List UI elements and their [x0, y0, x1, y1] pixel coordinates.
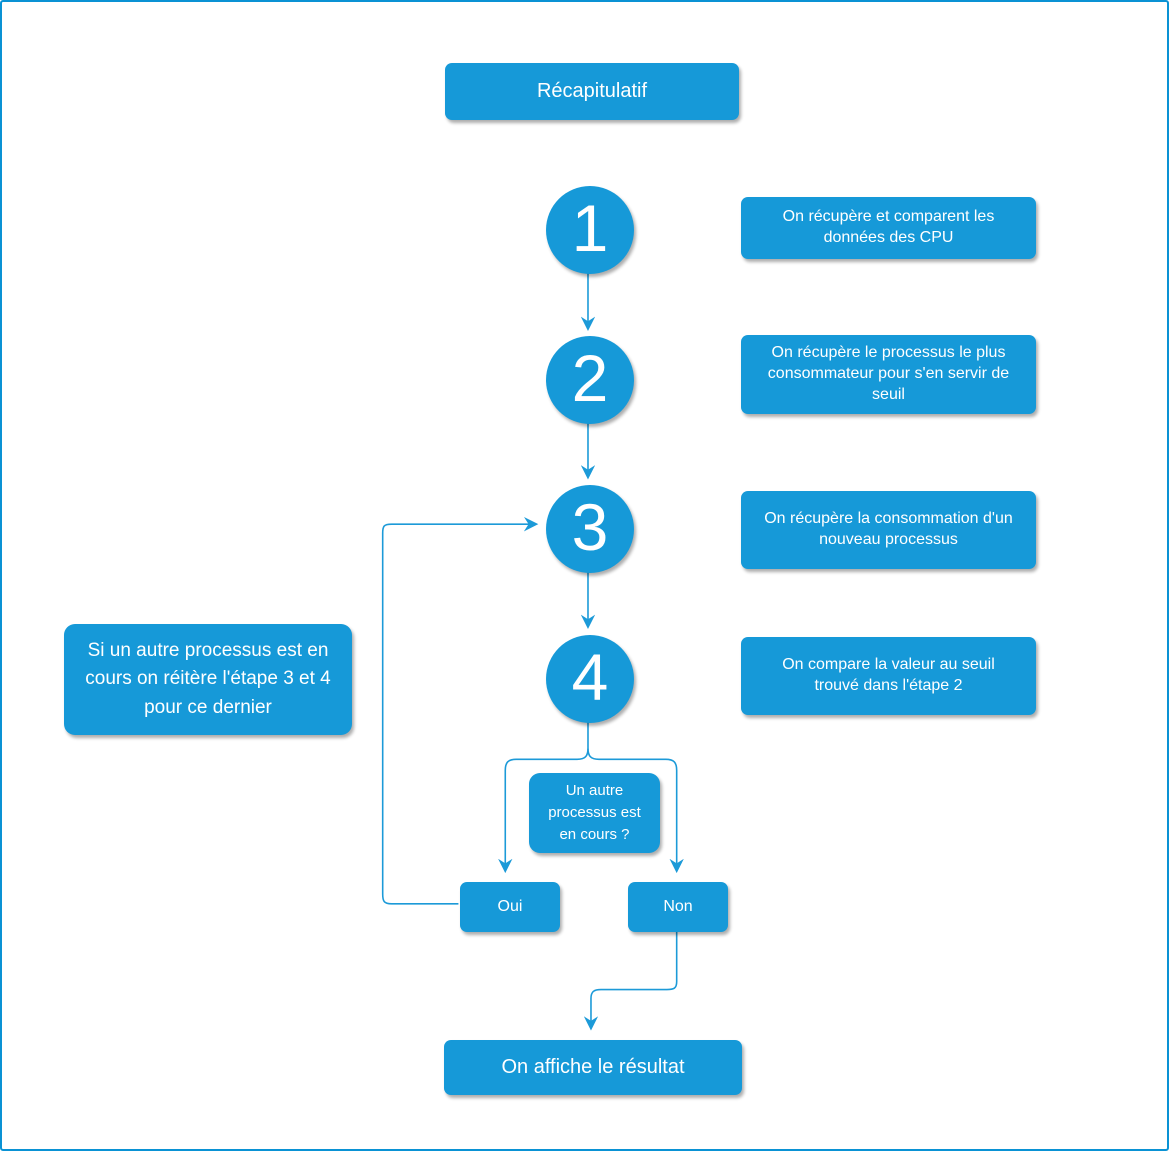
title-node: Récapitulatif — [445, 63, 739, 120]
decision-node: Un autre processus est en cours ? — [529, 773, 660, 853]
step-circle-2: 2 — [546, 336, 634, 424]
loop-note: Si un autre processus est en cours on ré… — [64, 624, 352, 735]
decision-no-node: Non — [628, 882, 728, 932]
step-circle-1: 1 — [546, 186, 634, 274]
result-node: On affiche le résultat — [444, 1040, 742, 1095]
step-description-2: On récupère le processus le plus consomm… — [741, 335, 1036, 414]
connector-non-result — [583, 928, 678, 1031]
step-circle-3: 3 — [546, 485, 634, 573]
step-description-1: On récupère et comparent les données des… — [741, 197, 1036, 259]
step-description-3: On récupère la consommation d'un nouveau… — [741, 491, 1036, 569]
decision-yes-node: Oui — [460, 882, 560, 932]
step-description-4: On compare la valeur au seuil trouvé dan… — [741, 637, 1036, 715]
step-circle-4: 4 — [546, 635, 634, 723]
connector-oui-loop-step3 — [381, 517, 539, 905]
